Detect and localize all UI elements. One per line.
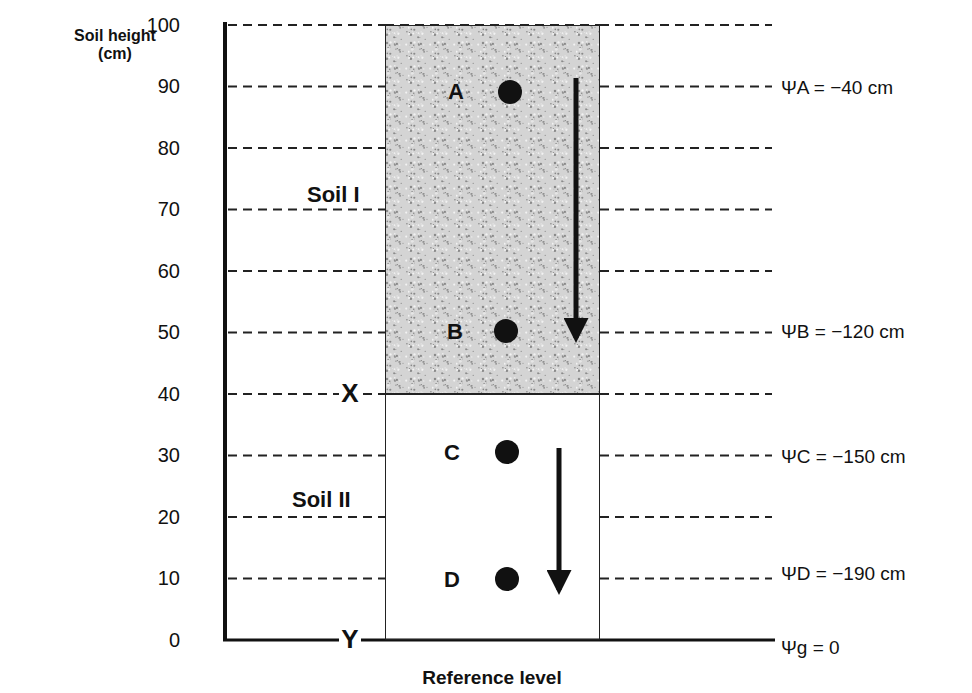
point-name: A [448, 79, 464, 104]
potential-value: ΨC = −150 cm [778, 446, 909, 468]
height-axis [223, 22, 227, 641]
soil-layer [385, 394, 600, 640]
potential-value: ΨD = −190 cm [778, 563, 909, 585]
point-dot [495, 567, 519, 591]
boundary-mark: X [339, 379, 360, 409]
flow-arrow [557, 448, 562, 590]
point-name: C [444, 440, 460, 465]
soil-two-fill [385, 394, 600, 640]
reference-line [223, 639, 775, 642]
tick-value: 10 [158, 567, 180, 590]
point-dot [495, 440, 519, 464]
point-name: B [447, 319, 463, 344]
tick-value: 60 [158, 260, 180, 283]
flow-arrow [574, 78, 579, 338]
boundary-mark: Y [339, 625, 360, 655]
potential-value: ΨB = −120 cm [778, 321, 908, 343]
tick-value: 30 [158, 444, 180, 467]
point-name: D [444, 567, 460, 592]
layer-name: Soil I [305, 182, 362, 208]
tick-value: 40 [158, 383, 180, 406]
tick-value: 0 [169, 629, 180, 652]
tick-value: 20 [158, 506, 180, 529]
tick-value: 70 [158, 198, 180, 221]
potential-value: Ψg = 0 [778, 637, 843, 659]
point-dot [498, 80, 522, 104]
potential-value: ΨA = −40 cm [778, 77, 896, 99]
height-gridlines [228, 25, 772, 579]
tick-value: 80 [158, 137, 180, 160]
soil-layer [385, 25, 600, 394]
point-dot [494, 319, 518, 343]
soil-one-texture [385, 25, 600, 394]
tick-value: 50 [158, 321, 180, 344]
reference-label: Reference level [422, 667, 561, 689]
layer-name: Soil II [290, 487, 353, 513]
tick-value: 100 [147, 14, 180, 37]
tick-value: 90 [158, 75, 180, 98]
